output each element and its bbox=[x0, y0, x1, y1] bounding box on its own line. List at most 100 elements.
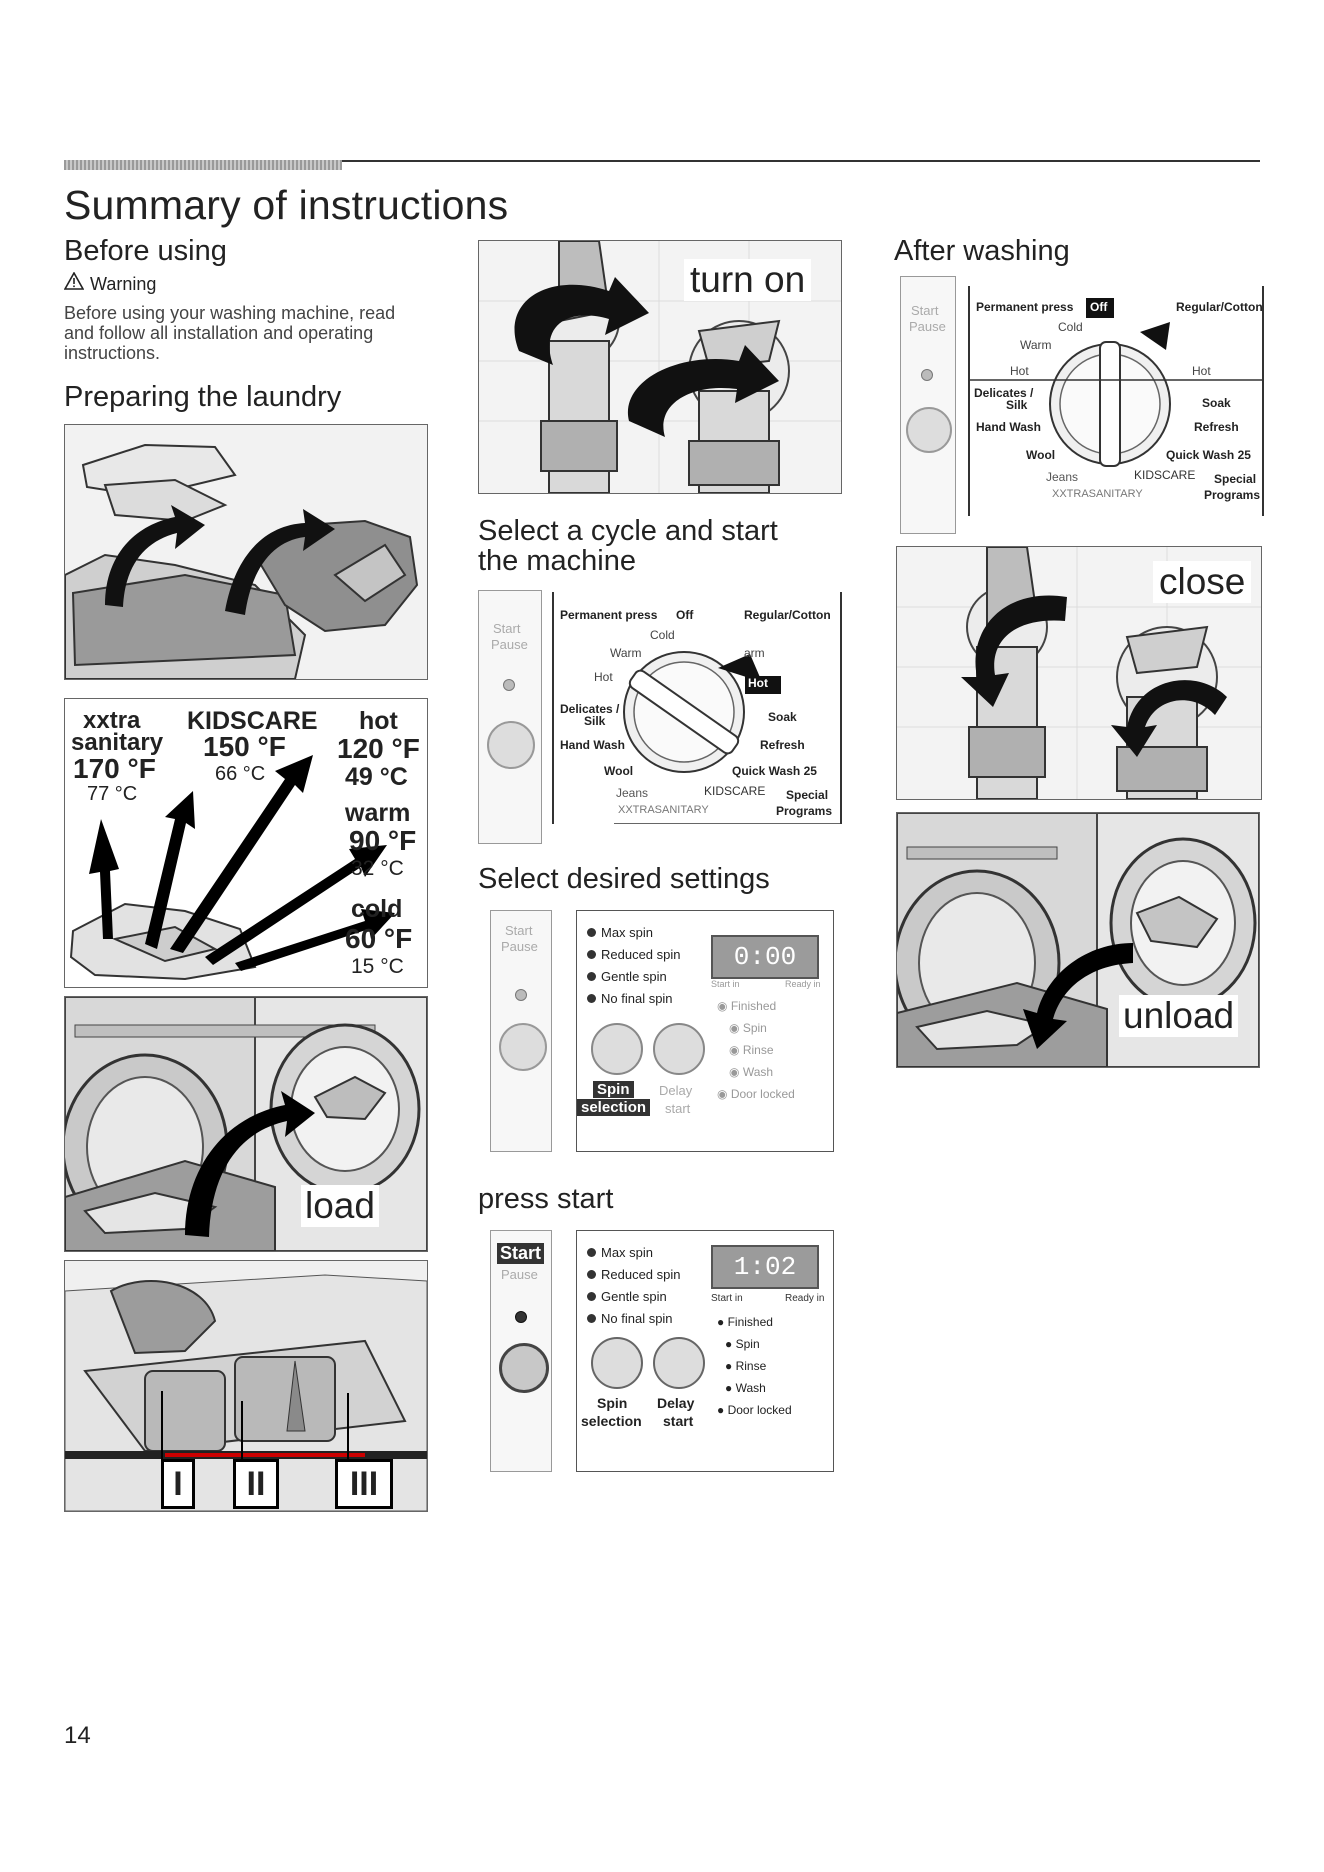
dial-off-regular-cotton: Regular/Cotton bbox=[1176, 300, 1263, 314]
temperature-sorting-illustration: xxtra sanitary 170 °F 77 °C KIDSCARE 150… bbox=[64, 698, 428, 988]
xxtra-c: 77 °C bbox=[87, 783, 138, 805]
dial-off-highlighted: Off bbox=[1090, 300, 1108, 314]
delay-label-faded: Delay bbox=[659, 1083, 693, 1098]
top-rule bbox=[64, 160, 1260, 162]
start-pause-button[interactable] bbox=[487, 721, 535, 769]
before-using-heading: Before using bbox=[64, 235, 227, 267]
dial-regular-cotton: Regular/Cotton bbox=[744, 608, 831, 622]
warning-triangle-icon bbox=[63, 271, 90, 295]
spin-option-gentle-b[interactable]: Gentle spin bbox=[587, 1289, 667, 1304]
warm-label: warm bbox=[345, 799, 411, 827]
select-settings-heading: Select desired settings bbox=[478, 863, 770, 895]
start-indicator-light-after bbox=[921, 369, 933, 381]
dial-hot-left: Hot bbox=[594, 670, 613, 684]
start-pause-strip-after: Start Pause bbox=[900, 276, 956, 534]
spin-option-no-final[interactable]: No final spin bbox=[587, 991, 673, 1006]
dial-xxtrasanitary: XXTRASANITARY bbox=[618, 804, 709, 816]
delay-start-button-b[interactable] bbox=[653, 1337, 705, 1389]
close-label: close bbox=[1153, 561, 1252, 603]
start-pause-strip-settings: Start Pause bbox=[490, 910, 552, 1152]
options-panel-active: Max spin Reduced spin Gentle spin No fin… bbox=[576, 1230, 834, 1472]
cold-f: 60 °F bbox=[345, 923, 413, 954]
xxtra-f: 170 °F bbox=[73, 753, 156, 784]
dial-off-wool: Wool bbox=[1026, 448, 1056, 462]
delay-label: Delay bbox=[657, 1395, 695, 1411]
dial-off-programs: Programs bbox=[1204, 488, 1261, 502]
warning-label: Warning bbox=[90, 274, 157, 294]
start-indicator-light-on bbox=[515, 1311, 527, 1323]
dial-quick-wash: Quick Wash 25 bbox=[732, 764, 817, 778]
start-pause-button-after[interactable] bbox=[906, 407, 952, 453]
ready-in-label: Ready in bbox=[785, 979, 821, 989]
status-spin: ◉ Spin bbox=[729, 1021, 767, 1035]
spin-option-gentle[interactable]: Gentle spin bbox=[587, 969, 667, 984]
pause-text-active: Pause bbox=[501, 1267, 538, 1282]
warning-line: Warning bbox=[63, 271, 157, 295]
options-panel: Max spin Reduced spin Gentle spin No fin… bbox=[576, 910, 834, 1152]
dial-off-kidscare: KIDSCARE bbox=[1134, 468, 1196, 482]
start-text-highlighted: Start bbox=[497, 1243, 545, 1264]
status-finished-b: ● Finished bbox=[717, 1315, 773, 1329]
dial-warm-right: arm bbox=[744, 646, 765, 660]
unload-washer-illustration: unload bbox=[896, 812, 1260, 1068]
dial-kidscare: KIDSCARE bbox=[704, 784, 766, 798]
pause-text-settings: Pause bbox=[501, 939, 538, 954]
status-rinse: ◉ Rinse bbox=[729, 1043, 774, 1057]
kidscare-label: KIDSCARE bbox=[187, 707, 318, 735]
dial-off-delicates: Delicates / bbox=[974, 386, 1034, 400]
kidscare-f: 150 °F bbox=[203, 731, 286, 762]
off-dial-panel: Start Pause Permanent press Off Regular/… bbox=[900, 276, 1264, 534]
start-pause-button-settings[interactable] bbox=[499, 1023, 547, 1071]
warm-c: 32 °C bbox=[351, 857, 404, 880]
status-door-locked: ◉ Door locked bbox=[717, 1087, 795, 1101]
status-door-locked-b: ● Door locked bbox=[717, 1403, 792, 1417]
hot-c: 49 °C bbox=[345, 763, 408, 791]
start-pause-strip-active: Start Pause bbox=[490, 1230, 552, 1472]
spin-selection-button[interactable] bbox=[591, 1023, 643, 1075]
start-indicator-light bbox=[503, 679, 515, 691]
dial-off-quick-wash: Quick Wash 25 bbox=[1166, 448, 1251, 462]
pause-text-after: Pause bbox=[909, 319, 946, 334]
dial-hot-right-highlighted: Hot bbox=[748, 676, 768, 690]
dial-off-jeans: Jeans bbox=[1046, 470, 1079, 484]
spin-option-reduced-b[interactable]: Reduced spin bbox=[587, 1267, 681, 1282]
pause-text: Pause bbox=[491, 637, 528, 652]
dial-programs: Programs bbox=[776, 804, 833, 818]
warm-f: 90 °F bbox=[349, 825, 417, 856]
cycle-dial-off[interactable]: Permanent press Off Regular/Cotton Cold … bbox=[968, 286, 1264, 516]
dial-off-silk: Silk bbox=[1006, 398, 1028, 412]
start-label-faded: start bbox=[665, 1101, 691, 1116]
cycle-selector-dial[interactable]: Permanent press Off Regular/Cotton Cold … bbox=[552, 592, 842, 824]
kidscare-c: 66 °C bbox=[215, 763, 266, 785]
dial-delicates: Delicates / bbox=[560, 702, 620, 716]
dial-off-special: Special bbox=[1214, 472, 1257, 486]
time-display-running: 1:02 bbox=[711, 1245, 819, 1289]
start-in-label-b: Start in bbox=[711, 1293, 743, 1304]
preparing-heading: Preparing the laundry bbox=[64, 381, 342, 413]
selection-label-highlighted: selection bbox=[577, 1099, 651, 1116]
turn-on-faucet-illustration: turn on bbox=[478, 240, 842, 494]
start-pause-button-pressed[interactable] bbox=[499, 1343, 549, 1393]
start-indicator-light-settings bbox=[515, 989, 527, 1001]
press-start-control-panel: Start Pause Max spin Reduced spin Gentle… bbox=[490, 1230, 834, 1472]
dial-off-hot-left: Hot bbox=[1010, 364, 1029, 378]
status-wash: ◉ Wash bbox=[729, 1065, 774, 1079]
dial-off-soak: Soak bbox=[1202, 396, 1231, 410]
spin-option-reduced[interactable]: Reduced spin bbox=[587, 947, 681, 962]
spin-option-max-b[interactable]: Max spin bbox=[587, 1245, 653, 1260]
start-text-after: Start bbox=[911, 303, 939, 318]
dial-special: Special bbox=[786, 788, 829, 802]
spin-option-no-final-b[interactable]: No final spin bbox=[587, 1311, 673, 1326]
cold-c: 15 °C bbox=[351, 955, 404, 978]
hot-f: 120 °F bbox=[337, 733, 420, 764]
dial-wool: Wool bbox=[604, 764, 634, 778]
status-spin-b: ● Spin bbox=[725, 1337, 760, 1351]
compartment-2-label: II bbox=[233, 1459, 279, 1509]
turn-on-label: turn on bbox=[684, 259, 812, 301]
dial-off-refresh: Refresh bbox=[1194, 420, 1239, 434]
spin-selection-button-b[interactable] bbox=[591, 1337, 643, 1389]
spin-option-max[interactable]: Max spin bbox=[587, 925, 653, 940]
time-display: 0:00 bbox=[711, 935, 819, 979]
dial-off-warm: Warm bbox=[1020, 338, 1052, 352]
delay-start-button[interactable] bbox=[653, 1023, 705, 1075]
